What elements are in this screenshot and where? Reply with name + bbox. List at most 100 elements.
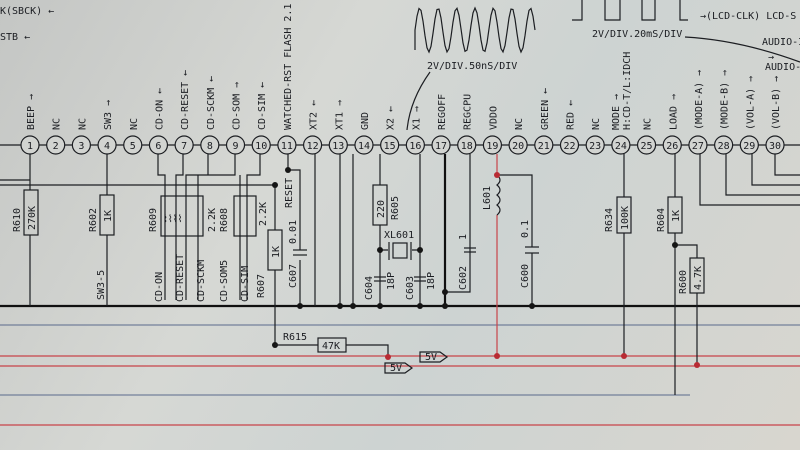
pin-7: 7CD-RESET ← <box>174 70 194 155</box>
pin-label: (VOL-B) → <box>771 76 782 130</box>
pin-circle <box>431 135 451 155</box>
r609-ref: R609 <box>148 208 159 232</box>
r634-value: 100K <box>620 206 631 230</box>
pin-circle <box>559 135 580 155</box>
resistor-array-r609 <box>160 195 204 237</box>
net-label: CD-SOM5 <box>219 260 230 302</box>
resistor-array-r608 <box>233 195 257 237</box>
pin-number: 6 <box>155 141 161 152</box>
pin-number: 15 <box>384 141 396 152</box>
c604-value: 18P <box>386 272 397 290</box>
5v-label-2: 5V <box>425 352 437 363</box>
pin-number: 28 <box>718 141 730 152</box>
pin-5: 5 NC <box>123 118 143 155</box>
pin-label: GND <box>360 112 371 130</box>
net-label: CD-RESET <box>175 254 186 302</box>
resistor-glyph: ⌇⌇⌇⌇ <box>163 214 183 225</box>
pin-circle <box>611 135 631 155</box>
resistor-r605 <box>372 184 388 226</box>
resistor-r607 <box>267 229 283 271</box>
wave1-leader <box>406 71 431 131</box>
pin-label: CD-ON ← <box>154 88 165 130</box>
pin-9: 9CD-SOM → <box>225 82 246 155</box>
pin-22: 22 RED ← <box>559 100 580 155</box>
pin-circle <box>534 135 554 155</box>
pin-14: 14 GND <box>354 112 374 155</box>
wave2-leader <box>684 36 800 63</box>
resistor-r600 <box>689 257 705 294</box>
r607-value: 1K <box>271 246 282 258</box>
pin-label: WATCHED-RST FLASH 2.1 <box>283 4 294 130</box>
pin-number: 5 <box>130 141 136 152</box>
pin-label: (MODE-B) → <box>720 70 731 130</box>
r605-value: 220 <box>376 200 387 218</box>
pin-circle <box>457 135 477 155</box>
c600-value: 0.1 <box>520 220 531 238</box>
pin-6: 6 CD-ON ← <box>148 88 169 155</box>
r608-ref: R608 <box>219 208 230 232</box>
pin-label: REGCPU <box>463 94 474 130</box>
pin-label: CD-SOM → <box>232 82 243 130</box>
pin-number: 14 <box>358 141 370 152</box>
pin-number: 12 <box>307 141 319 152</box>
pin-circle <box>482 135 503 155</box>
pin-label: NC <box>129 118 140 130</box>
r602-ref: R602 <box>88 208 99 232</box>
pin-label: NC <box>77 118 88 130</box>
pin-circle <box>174 135 194 155</box>
pin-circle <box>508 135 528 155</box>
resistor-r615 <box>317 337 347 353</box>
pin-label: (MODE-A) → <box>694 70 705 130</box>
pin-label: X2 ← <box>386 106 397 130</box>
r600-ref: R600 <box>678 270 689 294</box>
pin-label: RED ← <box>565 100 576 130</box>
xl601-ref: XL601 <box>384 230 414 241</box>
pin-number: 25 <box>641 141 653 152</box>
pin-label: SW3 → <box>103 100 114 130</box>
wave1-caption: 2V/DIV.50nS/DIV <box>427 61 517 72</box>
r634-ref: R634 <box>604 208 615 232</box>
pin-circle <box>354 135 374 155</box>
pin-label: X1 → <box>411 106 422 130</box>
pin-circle <box>662 135 682 155</box>
pin-number: 17 <box>435 141 447 152</box>
pin-number: 21 <box>538 141 550 152</box>
5v-label-1: 5V <box>390 363 402 374</box>
pin-number: 18 <box>461 141 473 152</box>
wave2-caption: 2V/DIV.20mS/DIV <box>592 29 682 40</box>
pin-number: 30 <box>769 141 781 152</box>
pin-circle <box>200 135 220 155</box>
r608b-value: 2.2K <box>258 202 269 226</box>
pin-label: NC <box>591 118 602 130</box>
pin-number: 3 <box>78 141 84 152</box>
pin-circle <box>123 135 143 155</box>
pin-label: (VOL-A) → <box>745 76 756 130</box>
r604-value: 1K <box>671 210 682 222</box>
c607-ref: C607 <box>288 264 299 288</box>
pin-number: 8 <box>207 141 213 152</box>
pin-label: NC <box>514 118 525 130</box>
pin-label: NC <box>643 118 654 130</box>
resistor-r602 <box>99 194 115 236</box>
pin-number: 29 <box>743 141 755 152</box>
pin-circle <box>739 135 759 155</box>
r604-ref: R604 <box>656 208 667 232</box>
pin-circle <box>46 135 66 155</box>
pin-label: VDDO <box>488 106 499 130</box>
pin-label: XT1 → <box>334 100 345 130</box>
pin-number: 22 <box>563 141 575 152</box>
pin-number: 27 <box>692 141 704 152</box>
pin-3: 3 NC <box>71 118 91 155</box>
pin-circle <box>714 135 734 155</box>
